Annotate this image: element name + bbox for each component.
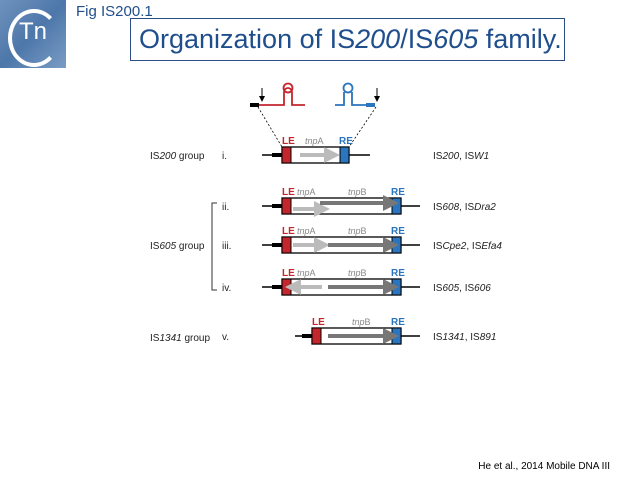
re-label: RE [391, 268, 405, 279]
group-is200-label: IS200 group [150, 151, 205, 162]
citation: He et al., 2014 Mobile DNA III [478, 461, 610, 472]
le-label: LE [312, 317, 325, 328]
example-elements: IS608, ISDra2 [433, 202, 496, 213]
example-elements: ISCpe2, ISEfa4 [433, 241, 502, 252]
row-numeral: i. [222, 151, 227, 162]
group-is1341-label: IS1341 group [150, 333, 210, 344]
is605-bracket [211, 202, 217, 291]
row-numeral: iii. [222, 241, 231, 252]
re-label: RE [391, 187, 405, 198]
left-flank-marker [302, 334, 312, 338]
left-end-block [311, 327, 322, 345]
right-end-block [391, 278, 402, 296]
re-label: RE [339, 136, 353, 147]
example-elements: IS1341, IS891 [433, 332, 496, 343]
example-elements: IS605, IS606 [433, 283, 491, 294]
left-flank-marker [272, 243, 282, 247]
right-end-block [391, 197, 402, 215]
gene-label-tnpB: tnpB [348, 187, 367, 197]
gene-label-tnpA: tnpA [297, 268, 316, 278]
row-numeral: iv. [222, 283, 231, 294]
re-label: RE [391, 226, 405, 237]
le-label: LE [282, 136, 295, 147]
right-end-hairpin [335, 82, 380, 107]
gene-label-tnpA: tnpA [297, 187, 316, 197]
left-flank-marker [272, 204, 282, 208]
tn-logo: Tn [0, 0, 66, 68]
le-label: LE [282, 187, 295, 198]
left-end-hairpin [250, 82, 305, 107]
is-element-row: LE RE tnpA tnpB ii. IS608, ISDra2 [222, 187, 496, 217]
left-end-block [281, 236, 292, 254]
right-end-block [391, 327, 402, 345]
example-elements: IS200, ISW1 [433, 151, 489, 162]
gene-label-tnpB: tnpB [348, 268, 367, 278]
right-end-block [391, 236, 402, 254]
re-label: RE [391, 317, 405, 328]
is-element-row: LE RE tnpB v. IS1341, IS891 [222, 317, 496, 345]
left-end-block [281, 278, 292, 296]
is-element-row: LE RE tnpA tnpB iii. ISCpe2, ISEfa4 [222, 226, 502, 254]
row-numeral: v. [222, 332, 229, 343]
left-end-block [281, 146, 292, 164]
row-numeral: ii. [222, 202, 229, 213]
gene-label-tnpA: tnpA [297, 226, 316, 236]
figure-label: Fig IS200.1 [76, 3, 153, 20]
is-element-row: LE RE tnpA i. IS200, ISW1 [222, 136, 489, 164]
gene-label-tnpB: tnpB [352, 317, 371, 327]
left-flank-marker [272, 285, 282, 289]
le-label: LE [282, 268, 295, 279]
left-flank-marker [272, 153, 282, 157]
le-label: LE [282, 226, 295, 237]
left-end-block [281, 197, 292, 215]
right-end-block [339, 146, 350, 164]
is-element-box [281, 197, 402, 215]
is-element-row: LE RE tnpA tnpB iv. IS605, IS606 [222, 268, 491, 296]
group-is605-label: IS605 group [150, 241, 205, 252]
gene-label-tnpB: tnpB [348, 226, 367, 236]
page-title: Organization of IS200/IS605 family. [130, 18, 565, 61]
gene-label-tnpA: tnpA [305, 136, 324, 146]
